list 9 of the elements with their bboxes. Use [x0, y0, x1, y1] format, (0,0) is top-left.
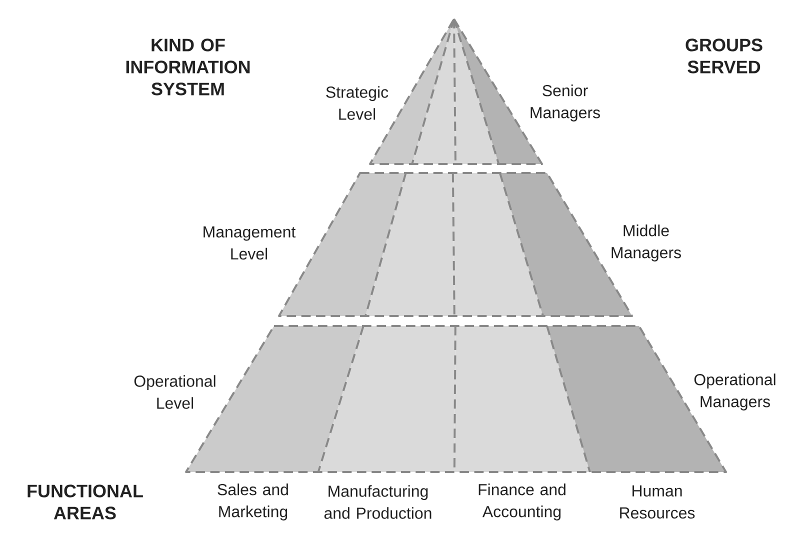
heading: GROUPS SERVED: [686, 38, 762, 74]
heading: KIND OF INFORMATION SYSTEM: [126, 38, 250, 96]
tier-label: Operational Managers: [694, 374, 776, 410]
tier-label: Management Level: [204, 226, 296, 260]
tier-label: Middle Managers: [612, 224, 681, 262]
tier-label: Operational Level: [134, 375, 216, 409]
heading: FUNCTIONAL AREAS: [28, 484, 143, 520]
tier-label: Senior Managers: [530, 84, 600, 122]
tier-label: Strategic Level: [326, 86, 388, 120]
